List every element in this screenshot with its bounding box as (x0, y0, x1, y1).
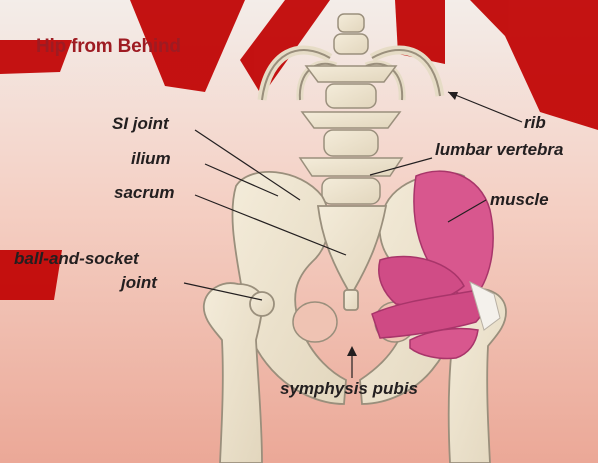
obturator-foramen (293, 302, 337, 342)
figure-title: Hip from Behind (36, 36, 181, 58)
label-lumbar-vertebra: lumbar vertebra (435, 140, 564, 160)
label-si-joint: SI joint (112, 114, 169, 134)
label-ball-and-socket: ball-and-socket (14, 249, 139, 269)
label-rib: rib (524, 113, 546, 133)
label-sacrum: sacrum (114, 183, 174, 203)
label-symphysis-pubis: symphysis pubis (280, 379, 418, 399)
label-joint: joint (121, 273, 157, 293)
label-muscle: muscle (490, 190, 549, 210)
label-ilium: ilium (131, 149, 171, 169)
